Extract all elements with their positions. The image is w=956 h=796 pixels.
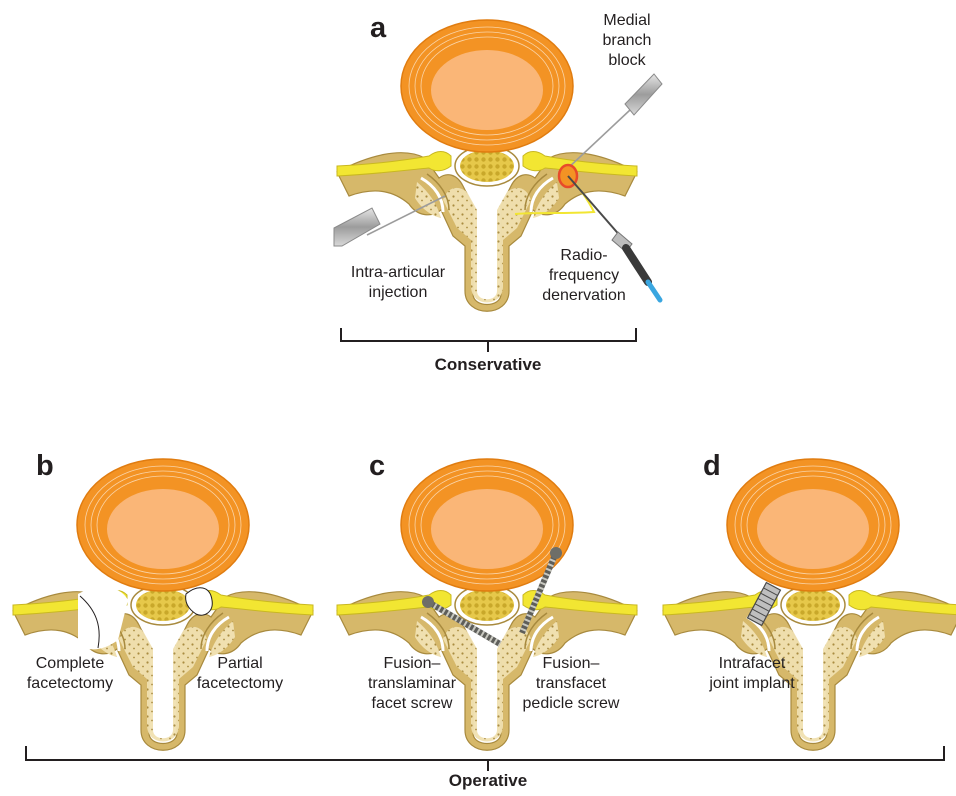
panel-d-letter: d bbox=[703, 452, 721, 481]
transfacet-screw-label: Fusion– transfacet pedicle screw bbox=[515, 654, 627, 714]
conservative-bracket bbox=[341, 328, 636, 352]
panel-d-illustration bbox=[663, 459, 956, 750]
panel-b-illustration bbox=[13, 459, 313, 750]
panel-c-letter: c bbox=[369, 452, 385, 481]
operative-label: Operative bbox=[418, 771, 558, 791]
medial-branch-needle bbox=[566, 74, 662, 170]
intra-articular-injection-label: Intra-articular injection bbox=[339, 263, 457, 303]
medial-branch-block-label: Medial branch block bbox=[582, 11, 672, 71]
panel-a-letter: a bbox=[370, 14, 386, 43]
conservative-label: Conservative bbox=[418, 355, 558, 375]
radiofrequency-denervation-label: Radio- frequency denervation bbox=[532, 246, 636, 306]
panel-b-letter: b bbox=[36, 452, 54, 481]
intrafacet-implant-label: Intrafacet joint implant bbox=[694, 654, 810, 694]
intra-articular-needle bbox=[334, 196, 445, 246]
translaminar-screw-label: Fusion– translaminar facet screw bbox=[358, 654, 466, 714]
partial-facetectomy-label: Partial facetectomy bbox=[190, 654, 290, 694]
complete-facetectomy-label: Complete facetectomy bbox=[20, 654, 120, 694]
